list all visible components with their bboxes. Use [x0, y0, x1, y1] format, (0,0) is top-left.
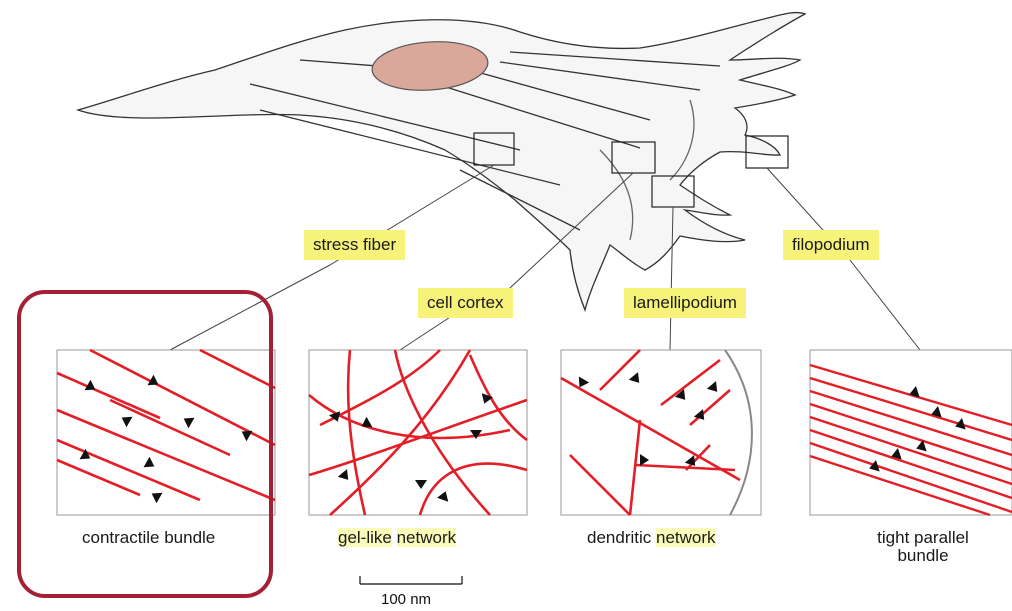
scale-bar-label: 100 nm: [381, 591, 431, 608]
caption-tight: tight parallel bundle: [852, 529, 994, 565]
panel-tight: [810, 350, 1012, 515]
caption-tight-line1: tight parallel: [852, 529, 994, 547]
panel-gel: [309, 350, 527, 515]
caption-gel: gel-like network: [338, 529, 456, 547]
panel-contractile: [57, 350, 275, 515]
scale-bar: [360, 576, 462, 584]
caption-dendritic-suffix: network: [656, 528, 716, 547]
caption-dendritic: dendritic network: [587, 529, 716, 547]
caption-gel-suffix: network: [397, 528, 457, 547]
caption-dendritic-prefix: dendritic: [587, 528, 651, 547]
panel-dendritic: [561, 350, 761, 515]
caption-tight-line2: bundle: [852, 547, 994, 565]
caption-contractile: contractile bundle: [82, 529, 215, 547]
caption-gel-prefix: gel-like: [338, 528, 392, 547]
